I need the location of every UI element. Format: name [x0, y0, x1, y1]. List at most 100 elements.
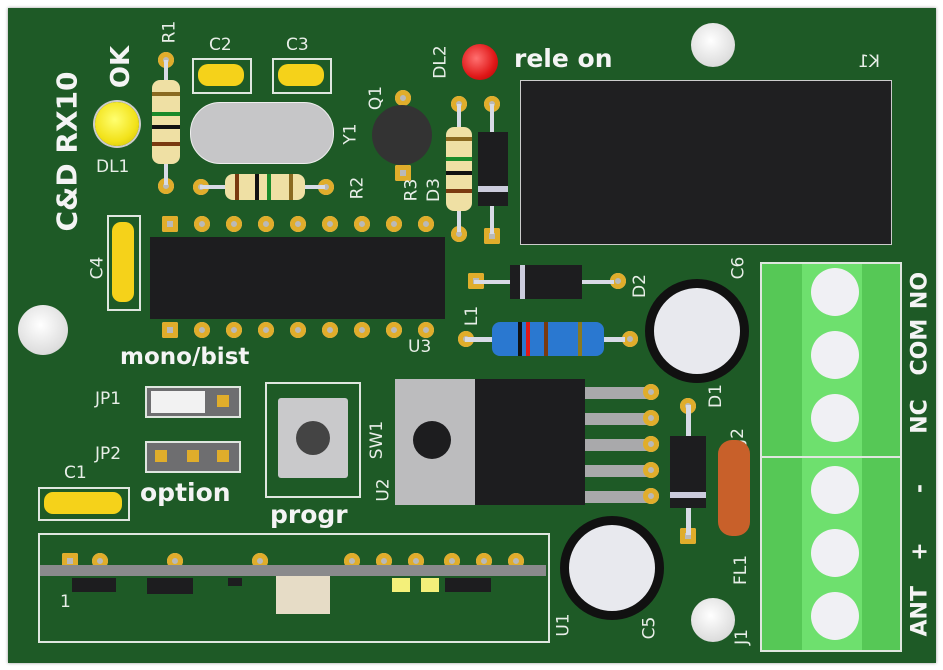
label-j1: J1: [731, 629, 752, 645]
label-d3: D3: [423, 178, 444, 202]
label-k1: K1: [858, 52, 880, 72]
pad: [643, 488, 659, 504]
smd-part: [392, 578, 410, 592]
ic-pin: [354, 216, 370, 232]
terminal-divider: [762, 456, 900, 458]
ic-pin: [322, 216, 338, 232]
band: [446, 171, 472, 175]
terminal-screw[interactable]: [811, 592, 859, 640]
band: [152, 92, 180, 96]
band: [152, 142, 180, 146]
pad: [395, 165, 411, 181]
ic-pin: [226, 216, 242, 232]
label-dl2: DL2: [430, 45, 451, 79]
terminal-screw[interactable]: [811, 331, 859, 379]
progr-label: progr: [270, 500, 348, 529]
terminal-screw[interactable]: [811, 268, 859, 316]
capacitor-c1-outline: [38, 487, 130, 521]
capacitor-c4-outline: [107, 215, 141, 311]
pin: [187, 450, 199, 462]
label-dl1: DL1: [96, 157, 130, 177]
label-u3: U3: [408, 337, 432, 357]
label-q1: Q1: [366, 85, 387, 111]
capacitor-c3: [278, 64, 324, 86]
terminal-label: NC: [907, 399, 933, 434]
rf-module-u1-outline: [38, 533, 550, 643]
switch-sw1[interactable]: [278, 398, 348, 478]
ic-pin: [194, 216, 210, 232]
ic-pin: [226, 322, 242, 338]
ic-pin: [386, 216, 402, 232]
led-ok: [95, 102, 139, 146]
mounting-hole: [691, 23, 735, 67]
label-c6: C6: [728, 256, 749, 280]
pin: [217, 450, 229, 462]
terminal-block: [760, 262, 902, 652]
terminal-screw[interactable]: [811, 529, 859, 577]
ic-u3: [150, 237, 445, 319]
band: [544, 322, 548, 356]
label-c2: C2: [209, 35, 232, 55]
label-c4: C4: [87, 256, 108, 280]
transistor-q1: [372, 105, 432, 165]
ic-pin: [322, 322, 338, 338]
label-sw1: SW1: [367, 420, 388, 460]
band: [289, 174, 293, 200]
label-u2: U2: [373, 478, 394, 502]
diode-d2: [510, 265, 582, 299]
resistor-r2: [225, 174, 305, 200]
terminal-screw[interactable]: [811, 394, 859, 442]
button-cap[interactable]: [296, 421, 330, 455]
jumper-jp1[interactable]: [145, 386, 241, 418]
capacitor-c2-outline: [192, 58, 252, 94]
pad: [643, 462, 659, 478]
filter-fl1: [718, 440, 750, 536]
smd-part: [421, 578, 439, 592]
terminal-label: NO: [907, 271, 933, 310]
rf-shield: [276, 576, 330, 614]
smd-chip: [445, 578, 491, 592]
smd-chip: [228, 578, 242, 586]
led-rele: [462, 44, 498, 80]
board-title: C&D RX10: [50, 71, 84, 232]
pin: [155, 450, 167, 462]
terminal-label: ANT: [907, 586, 933, 637]
band: [578, 322, 582, 356]
inductor-l1: [492, 322, 604, 356]
pad: [610, 273, 626, 289]
pad: [643, 384, 659, 400]
capacitor-c6: [645, 279, 749, 383]
label-r2: R2: [347, 176, 368, 200]
ic-pin: [290, 322, 306, 338]
label-jp1: JP1: [95, 389, 122, 409]
label-l1: L1: [462, 305, 483, 327]
mounting-hole: [18, 305, 68, 355]
label-c5: C5: [639, 616, 660, 640]
ic-pin: [258, 216, 274, 232]
capacitor-c5: [560, 516, 664, 620]
band: [518, 322, 522, 356]
regulator-lead: [585, 491, 647, 503]
ic-pin: [418, 322, 434, 338]
ic-pin: [354, 322, 370, 338]
label-fl1: FL1: [731, 554, 752, 586]
regulator-u2: [395, 379, 585, 505]
band: [267, 174, 271, 200]
capacitor-c3-outline: [272, 58, 332, 94]
pad: [318, 179, 334, 195]
jumper-jp2[interactable]: [145, 441, 241, 473]
label-d2: D2: [629, 274, 650, 298]
band: [446, 189, 472, 193]
smd-chip: [72, 578, 116, 592]
capacitor-c4: [112, 222, 134, 302]
jumper-cap[interactable]: [151, 391, 205, 413]
smd-chip: [147, 578, 193, 594]
label-d1: D1: [705, 384, 726, 408]
ic-pin: [162, 216, 178, 232]
label-r1: R1: [159, 20, 180, 44]
terminal-screw[interactable]: [811, 466, 859, 514]
ic-pin: [290, 216, 306, 232]
band: [235, 174, 239, 200]
band: [446, 137, 472, 141]
label-y1: Y1: [340, 123, 361, 145]
